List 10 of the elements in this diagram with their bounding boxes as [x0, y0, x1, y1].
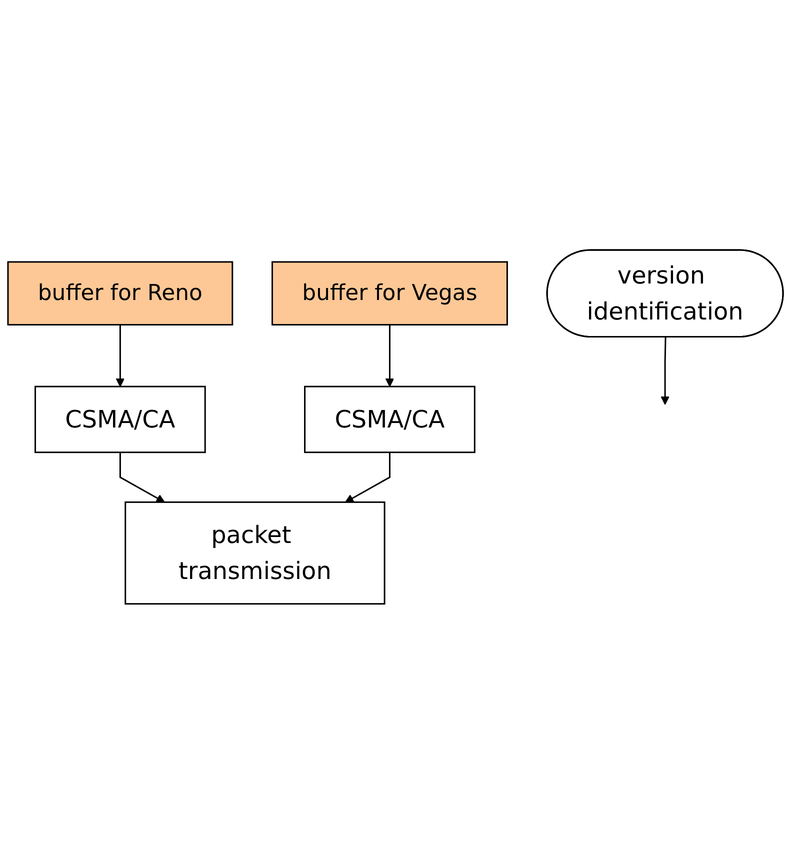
arrow: [385, 324, 394, 388]
arrow: [345, 452, 390, 503]
node-box: buffer for Vegas: [272, 261, 508, 326]
arrow: [660, 337, 670, 405]
node-box: buffer for Reno: [7, 261, 234, 326]
node-box: packet transmission: [124, 502, 386, 605]
arrow: [119, 452, 165, 503]
node-box: CSMA/CA: [304, 386, 476, 454]
node-box: CSMA/CA: [34, 386, 206, 454]
arrow: [116, 324, 125, 388]
